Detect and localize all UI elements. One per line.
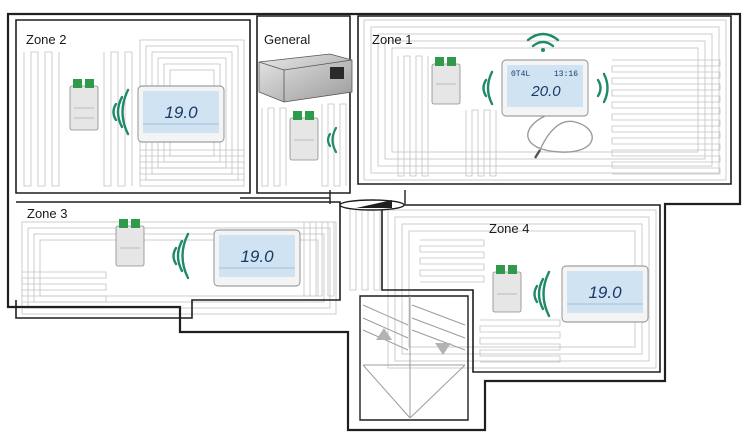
zone-2-relay-module bbox=[69, 79, 99, 131]
zone-1-relay-module bbox=[431, 57, 461, 105]
svg-text:0T4L: 0T4L bbox=[511, 70, 530, 79]
zone-3-thermostat: 19.0 bbox=[213, 229, 301, 287]
heating-pipe-loop bbox=[394, 216, 650, 362]
zone-1-temperature: 20.0 bbox=[530, 83, 561, 100]
arrow-down-icon bbox=[435, 343, 451, 355]
heating-pipe-loop bbox=[397, 55, 429, 177]
heating-pipe-loop bbox=[363, 19, 727, 181]
zone-2-thermostat: 19.0 bbox=[137, 85, 225, 143]
temperature-probe bbox=[527, 115, 593, 159]
heating-pipe-loop bbox=[261, 107, 287, 187]
heating-manifold bbox=[339, 199, 405, 211]
zone-2-label: Zone 2 bbox=[26, 32, 66, 47]
air-handling-unit bbox=[258, 53, 353, 103]
heating-pipe-loop bbox=[370, 26, 720, 174]
staircase bbox=[362, 296, 466, 419]
wifi-signal-icon bbox=[482, 32, 609, 106]
wifi-signal-icon bbox=[112, 88, 130, 136]
heating-pipe-loop bbox=[33, 233, 325, 303]
heating-pipe-loop bbox=[419, 239, 485, 283]
zone-2-temperature: 19.0 bbox=[164, 103, 198, 122]
heating-pipe-loop bbox=[349, 204, 381, 291]
heating-pipe-loop bbox=[303, 221, 335, 297]
zone-3-temperature: 19.0 bbox=[240, 247, 274, 266]
general-label: General bbox=[264, 32, 310, 47]
zone-3-label: Zone 3 bbox=[27, 206, 67, 221]
arrow-up-icon bbox=[376, 328, 392, 340]
heating-pipe-loop bbox=[387, 209, 657, 369]
wifi-signal-icon bbox=[533, 270, 551, 318]
zone-4-temperature: 19.0 bbox=[588, 283, 622, 302]
wifi-signal-icon bbox=[172, 232, 190, 280]
heating-pipe-loop bbox=[391, 47, 699, 153]
building-walls bbox=[6, 12, 742, 432]
zone-3-relay-module bbox=[115, 219, 145, 267]
wifi-signal-icon bbox=[541, 48, 545, 52]
wifi-signal-icon bbox=[326, 126, 338, 154]
heating-pipe-loop bbox=[23, 51, 60, 187]
zone-4-label: Zone 4 bbox=[489, 221, 529, 236]
general-relay-module bbox=[289, 111, 319, 161]
heating-pipe-loop bbox=[479, 319, 561, 363]
heating-pipe-loop bbox=[465, 109, 497, 177]
zone-4-relay-module bbox=[492, 265, 522, 313]
heating-pipe-loop bbox=[39, 239, 319, 297]
zone-1-clock: 13:16 bbox=[554, 70, 578, 79]
zone-4-thermostat: 19.0 bbox=[561, 265, 649, 323]
heating-pipe-loop bbox=[139, 149, 245, 181]
zone-1-thermostat: 0T4L 13:16 20.0 bbox=[501, 59, 589, 117]
zone-1-label: Zone 1 bbox=[372, 32, 412, 47]
heating-pipe-loop bbox=[21, 271, 107, 309]
heating-pipe-loop bbox=[611, 59, 721, 175]
